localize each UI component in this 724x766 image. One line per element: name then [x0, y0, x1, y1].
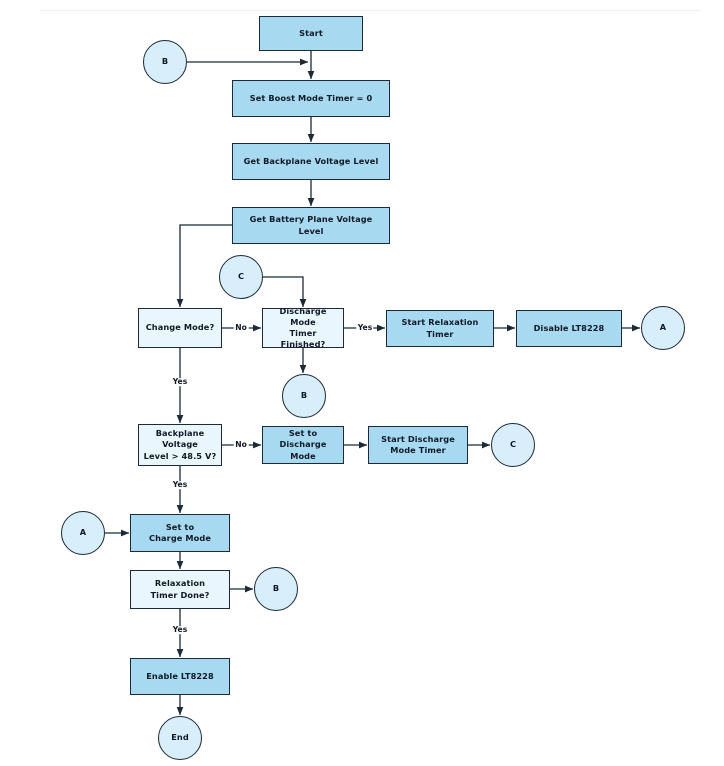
flow-node-start_relax_timer[interactable]: Start Relaxation Timer	[386, 310, 494, 347]
flow-node-label: Set to Discharge Mode	[279, 428, 327, 461]
flow-node-conn_a_left[interactable]: A	[61, 511, 105, 555]
flow-node-start_disch_timer[interactable]: Start Discharge Mode Timer	[368, 426, 468, 464]
flow-node-label: Change Mode?	[145, 322, 215, 333]
flow-node-label: B	[272, 583, 280, 594]
flow-node-conn_c_top[interactable]: C	[219, 255, 263, 299]
flow-node-label: B	[161, 56, 169, 67]
flow-node-backplane_gt[interactable]: Backplane Voltage Level > 48.5 V?	[138, 424, 222, 466]
flow-node-label: Disable LT8228	[533, 322, 605, 333]
flow-edge-label-lbl_yes_change_mode: Yes	[171, 377, 189, 387]
flow-edge-label-lbl_no_backplane: No	[233, 440, 249, 450]
flow-node-discharge_done[interactable]: Discharge Mode Timer Finished?	[262, 305, 344, 350]
flow-node-label: B	[300, 390, 308, 401]
flow-node-label: End	[171, 732, 189, 743]
flow-node-label: A	[659, 322, 667, 333]
flow-node-disable_lt8228[interactable]: Disable LT8228	[516, 310, 622, 347]
flow-node-change_mode[interactable]: Change Mode?	[138, 308, 222, 348]
flow-node-get_backplane_v[interactable]: Get Backplane Voltage Level	[232, 143, 390, 180]
flow-node-conn_c_right[interactable]: C	[491, 423, 535, 467]
flow-edge-label-lbl_yes_discharge: Yes	[356, 323, 374, 333]
page-frame-line	[40, 10, 700, 11]
flow-node-label: C	[509, 439, 517, 450]
flow-node-label: Discharge Mode Timer Finished?	[279, 305, 327, 350]
flow-node-set_boost_timer[interactable]: Set Boost Mode Timer = 0	[232, 80, 390, 117]
flow-node-label: Start	[299, 27, 323, 38]
flow-edge-label-lbl_yes_backplane: Yes	[171, 480, 189, 490]
flow-node-set_discharge[interactable]: Set to Discharge Mode	[262, 426, 344, 464]
flow-edge-label-lbl_no_change_mode: No	[233, 323, 249, 333]
flow-node-label: Relaxation Timer Done?	[150, 578, 210, 600]
flow-node-label: Set to Charge Mode	[149, 521, 211, 543]
flow-node-label: Start Discharge Mode Timer	[381, 433, 455, 455]
flow-node-set_charge[interactable]: Set to Charge Mode	[130, 514, 230, 552]
flow-node-start[interactable]: Start	[259, 16, 363, 51]
flow-node-get_battery_v[interactable]: Get Battery Plane Voltage Level	[232, 207, 390, 244]
flow-node-label: Backplane Voltage Level > 48.5 V?	[143, 428, 217, 461]
flow-node-label: C	[237, 271, 245, 282]
flow-node-conn_b_mid[interactable]: B	[282, 374, 326, 418]
flow-node-label: Get Backplane Voltage Level	[243, 155, 379, 166]
flow-node-conn_b_top[interactable]: B	[143, 40, 187, 84]
flow-node-label: Enable LT8228	[146, 670, 214, 681]
flow-node-end[interactable]: End	[158, 716, 202, 760]
flow-node-label: A	[79, 527, 87, 538]
flow-node-relax_done[interactable]: Relaxation Timer Done?	[130, 570, 230, 609]
flow-node-conn_a_right[interactable]: A	[641, 306, 685, 350]
flow-node-label: Get Battery Plane Voltage Level	[249, 214, 373, 236]
flow-node-conn_b_low[interactable]: B	[254, 567, 298, 611]
flow-edge-label-lbl_yes_relax: Yes	[171, 625, 189, 635]
flow-node-enable_lt8228[interactable]: Enable LT8228	[130, 658, 230, 695]
flow-node-label: Set Boost Mode Timer = 0	[249, 92, 373, 103]
flow-node-label: Start Relaxation Timer	[401, 317, 479, 339]
